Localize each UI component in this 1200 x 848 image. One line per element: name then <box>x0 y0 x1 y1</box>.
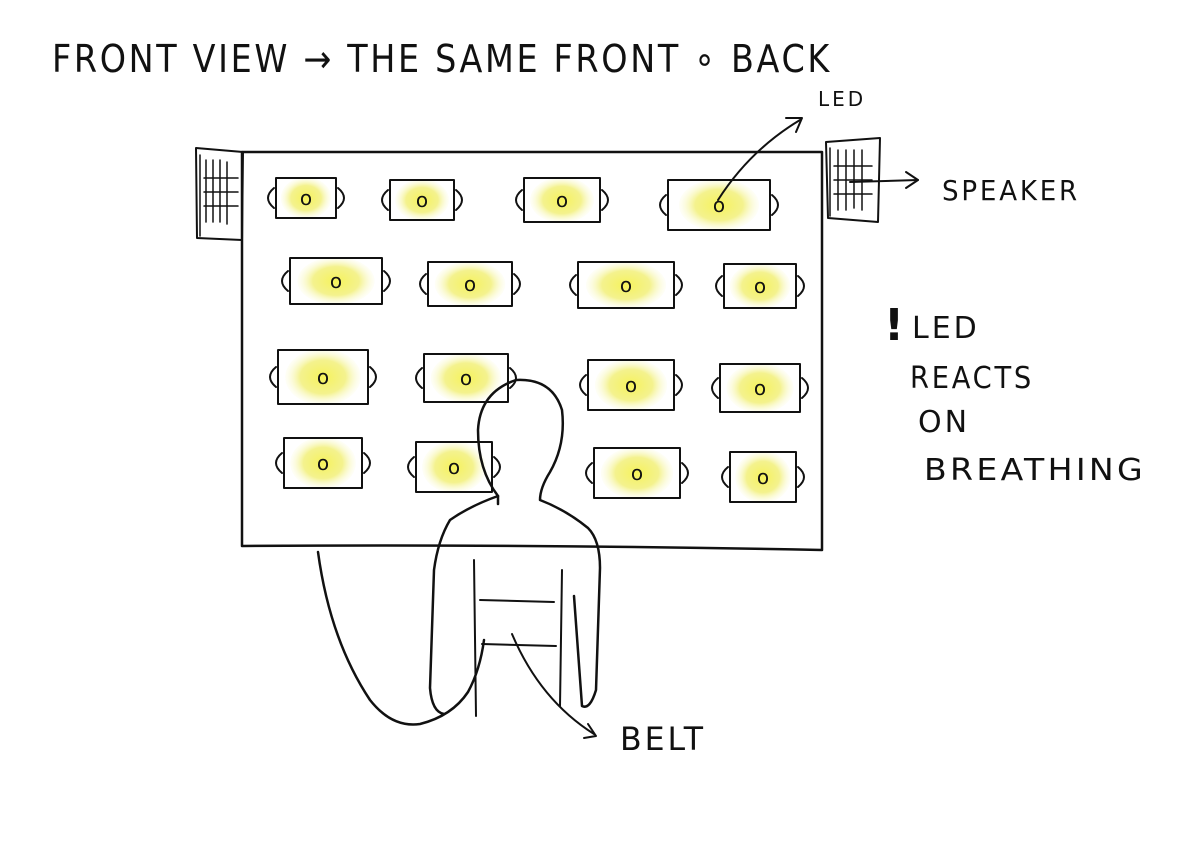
led-symbol: o <box>330 269 342 293</box>
bracket-right <box>798 467 804 487</box>
bracket-right <box>676 275 682 295</box>
bracket-left <box>660 195 666 215</box>
bracket-right <box>772 195 778 215</box>
led-module: o <box>586 447 688 499</box>
led-symbol: o <box>416 188 428 212</box>
bracket-left <box>722 467 728 487</box>
led-module: o <box>716 263 804 309</box>
bracket-right <box>370 367 376 387</box>
bracket-left <box>580 375 586 395</box>
led-module: o <box>282 257 390 305</box>
led-module: o <box>270 349 376 405</box>
led-symbol: o <box>713 193 725 217</box>
led-symbol: o <box>464 272 476 296</box>
bracket-right <box>798 276 804 296</box>
cable-line <box>318 552 484 725</box>
led-grid: o o o o o o o o o o o o o o o o <box>268 177 808 503</box>
bracket-left <box>270 367 276 387</box>
bracket-right <box>510 368 516 388</box>
led-module: o <box>276 437 370 489</box>
led-module: o <box>712 363 808 413</box>
led-module: o <box>268 177 344 219</box>
bracket-right <box>494 457 500 477</box>
bracket-left <box>516 190 522 210</box>
bracket-right <box>364 453 370 473</box>
led-symbol: o <box>556 188 568 212</box>
led-module: o <box>660 179 778 231</box>
led-symbol: o <box>460 366 472 390</box>
led-symbol: o <box>448 455 460 479</box>
speaker-right-icon <box>826 138 880 222</box>
led-module: o <box>722 451 804 503</box>
led-module: o <box>382 179 462 221</box>
speaker-label: SPEAKER <box>942 174 1080 207</box>
bracket-left <box>282 271 288 291</box>
note-line-1: LED <box>912 311 980 346</box>
led-symbol: o <box>317 451 329 475</box>
bracket-left <box>420 274 426 294</box>
bracket-left <box>570 275 576 295</box>
bracket-left <box>268 188 274 208</box>
person-silhouette <box>430 380 600 716</box>
bracket-right <box>456 190 462 210</box>
led-module: o <box>570 261 682 309</box>
led-module: o <box>416 353 516 403</box>
led-symbol: o <box>625 373 637 397</box>
bracket-left <box>276 453 282 473</box>
bracket-right <box>602 190 608 210</box>
bracket-left <box>712 378 718 398</box>
title-text: FRONT VIEW → THE SAME FRONT ∘ BACK <box>52 37 832 81</box>
bracket-left <box>586 463 592 483</box>
bracket-right <box>384 271 390 291</box>
bracket-right <box>338 188 344 208</box>
led-module: o <box>420 261 520 307</box>
led-symbol: o <box>300 186 312 210</box>
note-line-4: BREATHING <box>924 453 1146 488</box>
led-module: o <box>516 177 608 223</box>
note-line-3: ON <box>918 405 970 440</box>
bracket-right <box>682 463 688 483</box>
led-module: o <box>580 359 682 411</box>
note-mark: ! <box>884 300 907 351</box>
led-label: LED <box>818 87 866 111</box>
bracket-right <box>802 378 808 398</box>
bracket-right <box>514 274 520 294</box>
bracket-left <box>716 276 722 296</box>
bracket-left <box>416 368 422 388</box>
belt-label: BELT <box>620 720 706 758</box>
led-symbol: o <box>631 461 643 485</box>
bracket-left <box>382 190 388 210</box>
note-line-2: REACTS <box>910 361 1034 396</box>
led-symbol: o <box>317 365 329 389</box>
speaker-left-icon <box>196 148 243 240</box>
arrow-belt <box>512 634 596 738</box>
note-block: ! LED REACTS ON BREATHING <box>884 300 1146 488</box>
led-symbol: o <box>620 273 632 297</box>
led-symbol: o <box>754 274 766 298</box>
bracket-right <box>676 375 682 395</box>
led-symbol: o <box>757 465 769 489</box>
led-module: o <box>408 441 500 493</box>
led-symbol: o <box>754 376 766 400</box>
bracket-left <box>408 457 414 477</box>
